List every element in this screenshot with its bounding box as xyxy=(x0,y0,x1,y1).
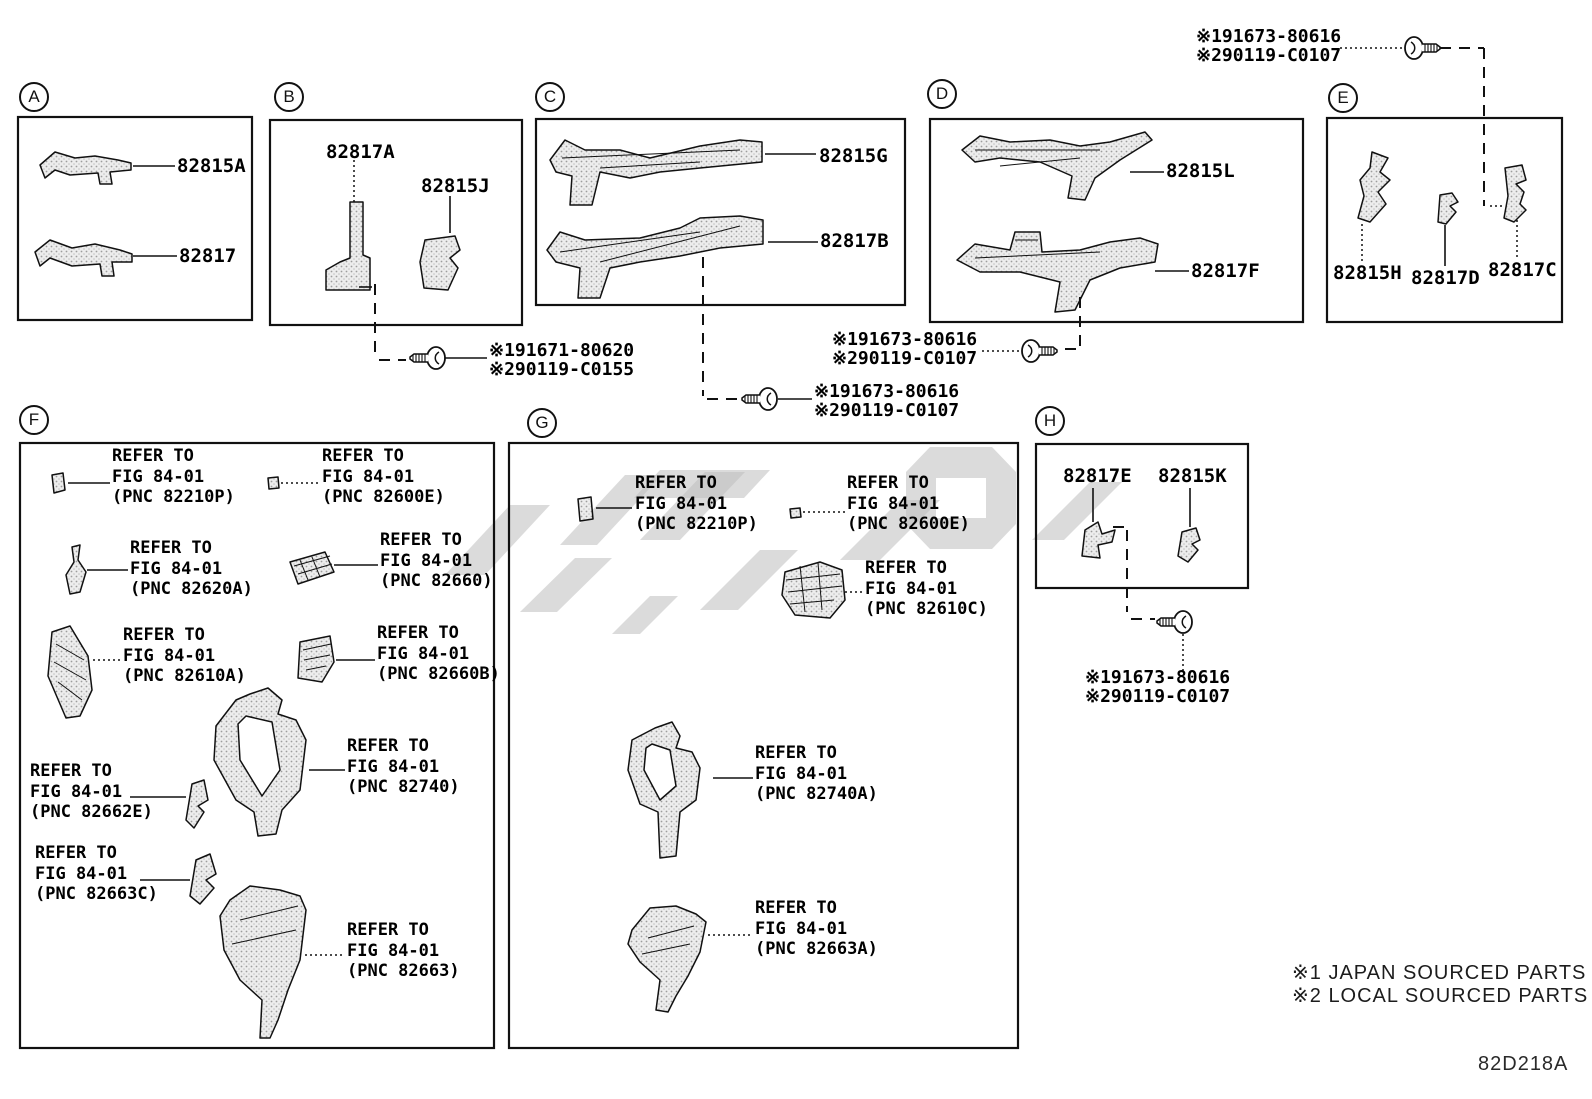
part-pnc82610c-drawing xyxy=(781,561,846,619)
part-pnc82740a-drawing xyxy=(627,721,701,859)
watermark xyxy=(445,447,1122,634)
section-label-c: C xyxy=(535,82,565,112)
fastener-label-section-d: ※191673-80616 ※290119-C0107 xyxy=(832,329,978,369)
part-82815K-drawing xyxy=(1177,527,1201,563)
footnote-japan-sourced: ※1 JAPAN SOURCED PARTS xyxy=(1292,962,1587,984)
section-label-g: G xyxy=(527,408,557,438)
part-pnc82210p-f-drawing xyxy=(51,472,66,494)
part-drawings xyxy=(34,131,1527,1039)
part-number-82815L: 82815L xyxy=(1166,160,1235,182)
footnote-local-sourced: ※2 LOCAL SOURCED PARTS xyxy=(1292,985,1589,1007)
section-b-box xyxy=(268,118,524,327)
screw-icon-top-right xyxy=(1404,36,1441,60)
part-82817C-drawing xyxy=(1503,164,1527,223)
part-82815H-drawing xyxy=(1357,151,1391,223)
section-h-box xyxy=(1034,442,1250,590)
section-a-box xyxy=(16,115,254,322)
section-c-box xyxy=(534,117,907,307)
part-number-82817A: 82817A xyxy=(326,141,395,163)
part-82817E-drawing xyxy=(1081,521,1116,559)
part-number-82817: 82817 xyxy=(179,245,237,267)
part-pnc82663-drawing xyxy=(219,885,307,1039)
part-number-82815H: 82815H xyxy=(1333,262,1402,284)
part-pnc82740-drawing xyxy=(213,687,307,837)
part-number-82817F: 82817F xyxy=(1191,260,1260,282)
part-number-82817C: 82817C xyxy=(1488,259,1557,281)
part-number-82815K: 82815K xyxy=(1158,465,1227,487)
leader-lines xyxy=(68,153,1446,881)
screw-icon-section-c xyxy=(741,387,778,411)
section-g-box xyxy=(507,441,1020,1050)
part-number-82815A: 82815A xyxy=(177,155,246,177)
part-82817F-drawing xyxy=(956,231,1159,313)
part-82815A-drawing xyxy=(39,151,132,185)
screw-icon-section-h xyxy=(1156,610,1193,634)
screw-icon-section-b xyxy=(409,346,446,370)
part-pnc82660b-drawing xyxy=(297,635,335,683)
part-pnc82610a-drawing xyxy=(47,625,93,719)
section-d-box xyxy=(928,117,1305,324)
part-number-82817B: 82817B xyxy=(820,230,889,252)
part-detail-lines xyxy=(53,149,1101,955)
section-label-f: F xyxy=(19,405,49,435)
section-label-d: D xyxy=(927,79,957,109)
dotted-leader-lines xyxy=(93,47,1518,956)
fastener-label-section-b: ※191671-80620 ※290119-C0155 xyxy=(489,340,635,380)
part-82815L-drawing xyxy=(961,131,1153,201)
section-label-b: B xyxy=(274,82,304,112)
fastener-connectors xyxy=(374,47,1485,620)
section-label-a: A xyxy=(19,82,49,112)
part-82817A-drawing xyxy=(325,201,371,291)
part-pnc82662e-drawing xyxy=(185,779,209,829)
section-label-e: E xyxy=(1328,83,1358,113)
part-number-82817D: 82817D xyxy=(1411,267,1480,289)
part-pnc82210p-g-drawing xyxy=(577,496,594,522)
part-pnc82660-drawing xyxy=(289,551,335,585)
part-pnc82600e-f-drawing xyxy=(267,476,280,490)
part-number-82815J: 82815J xyxy=(421,175,490,197)
part-82817B-drawing xyxy=(546,215,764,299)
part-number-82815G: 82815G xyxy=(819,145,888,167)
part-82817-drawing xyxy=(34,239,133,277)
part-82817D-drawing xyxy=(1437,192,1459,225)
part-pnc82620a-drawing xyxy=(65,544,87,595)
section-e-box xyxy=(1325,116,1564,324)
fastener-label-top-right: ※191673-80616 ※290119-C0107 xyxy=(1196,26,1342,66)
fastener-label-section-c: ※191673-80616 ※290119-C0107 xyxy=(814,381,960,421)
fastener-label-section-h: ※191673-80616 ※290119-C0107 xyxy=(1085,667,1231,707)
part-pnc82663c-drawing xyxy=(189,853,217,905)
part-number-82817E: 82817E xyxy=(1063,465,1132,487)
section-label-h: H xyxy=(1035,406,1065,436)
figure-code: 82D218A xyxy=(1478,1053,1569,1075)
screw-icon-section-d xyxy=(1021,339,1058,363)
part-pnc82600e-g-drawing xyxy=(789,507,802,519)
section-f-box xyxy=(18,441,496,1050)
part-pnc82663a-drawing xyxy=(627,905,707,1013)
part-82815J-drawing xyxy=(419,235,461,291)
part-82815G-drawing xyxy=(549,139,763,206)
